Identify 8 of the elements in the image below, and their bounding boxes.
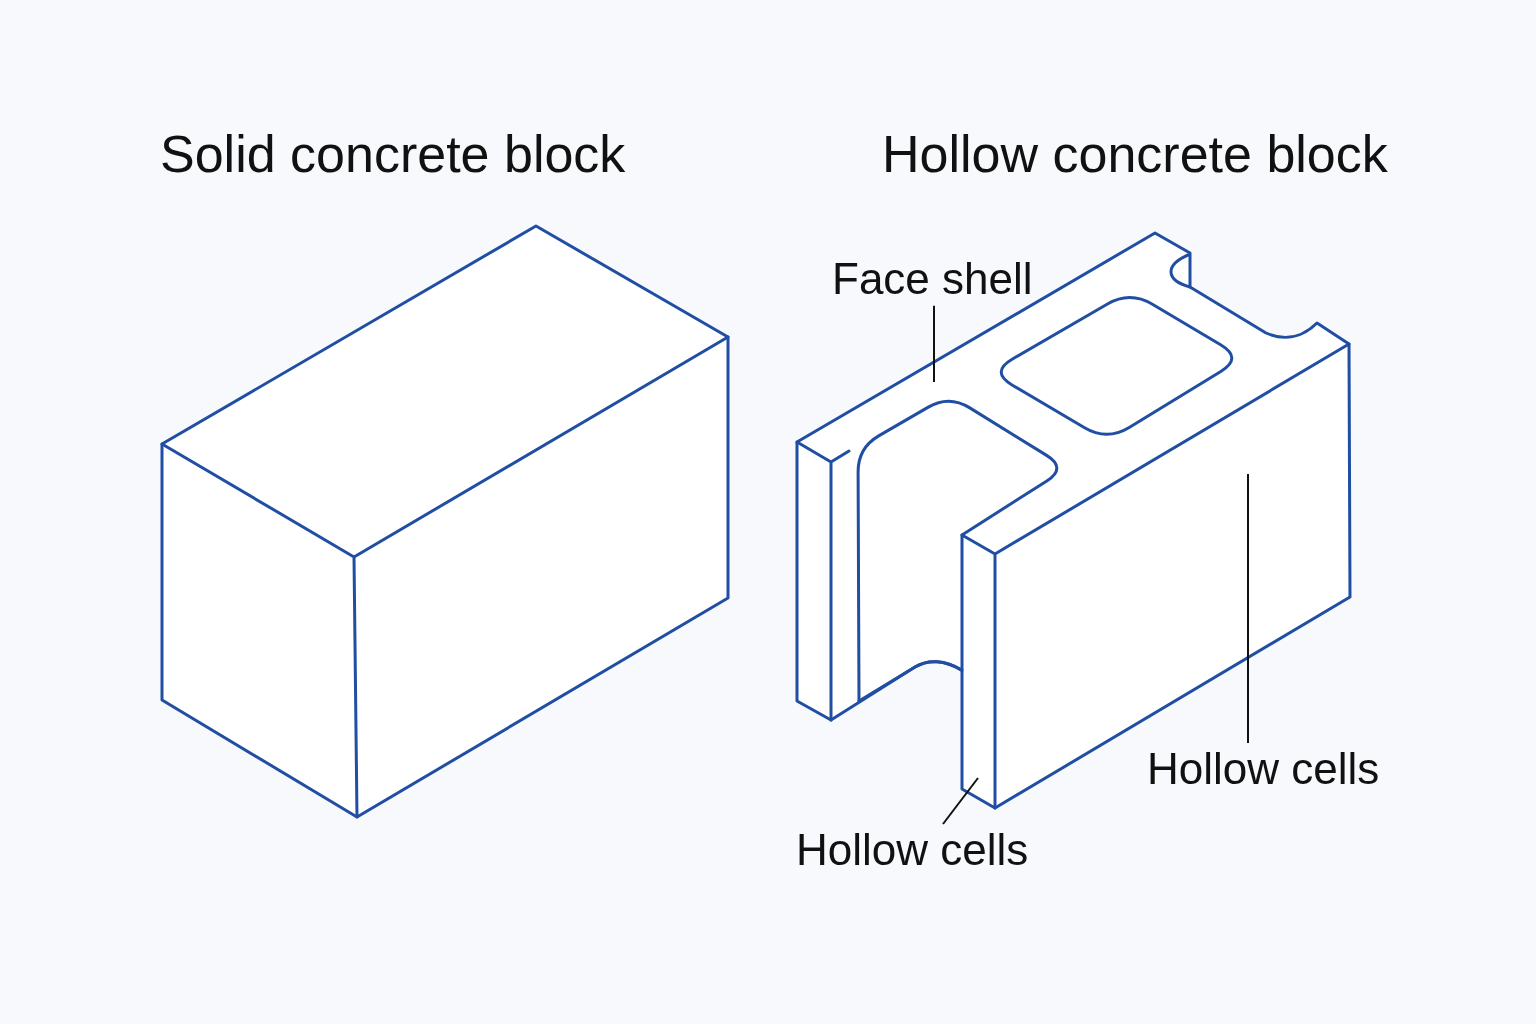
leader-line: [1247, 473, 1249, 744]
heading: Solid concrete block: [160, 124, 626, 185]
heading: Hollow concrete block: [882, 124, 1388, 185]
part-label: Hollow cells: [1147, 743, 1380, 796]
part-label: Hollow cells: [796, 824, 1029, 877]
part-label: Face shell: [832, 253, 1033, 306]
leader-line: [942, 777, 979, 825]
leader-line: [933, 304, 935, 383]
